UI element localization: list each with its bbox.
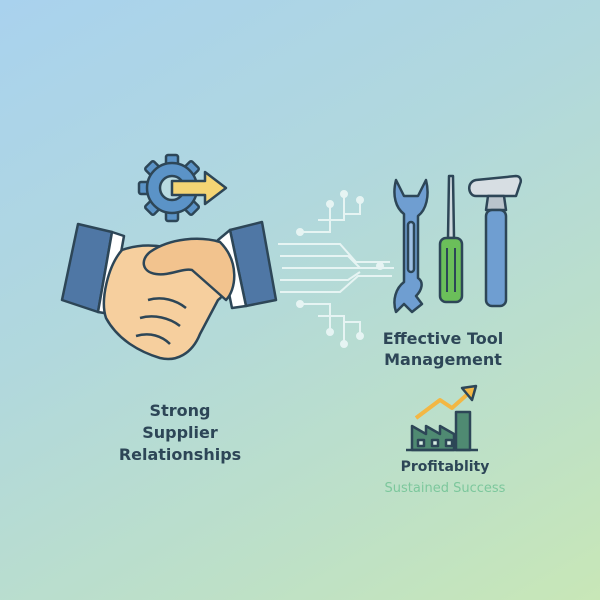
sustained-success-label: Sustained Success <box>384 481 506 496</box>
screwdriver-icon <box>438 174 464 304</box>
hammer-icon <box>468 174 523 308</box>
gear-arrow-icon <box>137 153 228 223</box>
profitability-label: Profitablity <box>400 459 490 475</box>
factory-growth-icon <box>406 384 478 452</box>
supplier-line-3: Relationships <box>118 445 242 464</box>
circuit-lines-icon <box>278 190 394 348</box>
tool-line-1: Effective Tool <box>382 329 504 348</box>
wrench-icon <box>393 178 429 314</box>
supplier-line-1: Strong <box>149 401 211 420</box>
handshake-icon <box>60 220 278 361</box>
tool-management-label: Effective Tool Management <box>368 328 518 370</box>
tool-line-2: Management <box>384 350 502 369</box>
supplier-line-2: Supplier <box>142 423 218 442</box>
supplier-relationships-label: Strong Supplier Relationships <box>95 400 265 466</box>
